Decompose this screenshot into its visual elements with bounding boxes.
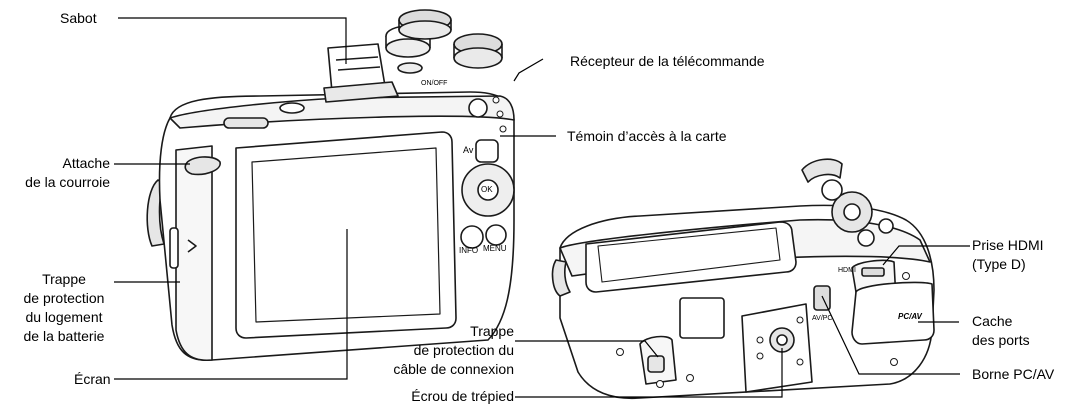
label-trappe-batterie-line3: du logement: [25, 309, 103, 325]
info-marking: INFO: [459, 246, 479, 255]
label-trappe-batterie: Trappe de protection du logement de la b…: [14, 270, 114, 346]
label-attache-line1: Attache: [62, 155, 110, 171]
label-hdmi: Prise HDMI (Type D): [972, 236, 1044, 274]
avpc-marking: AV/PC: [812, 315, 833, 322]
leader-lines: [114, 17, 970, 398]
label-hdmi-line2: (Type D): [972, 256, 1026, 272]
label-recepteur: Récepteur de la télécommande: [570, 53, 765, 69]
label-trappe-cable-line1: Trappe: [470, 323, 514, 339]
label-cache-line2: des ports: [972, 332, 1030, 348]
label-trappe-batterie-line4: de la batterie: [23, 328, 105, 344]
onoff-marking: ON/OFF: [421, 80, 448, 87]
label-ecran: Écran: [74, 371, 111, 387]
label-trappe-cable-line3: câble de connexion: [393, 361, 514, 377]
label-attache: Attache de la courroie: [25, 154, 110, 192]
label-trappe-batterie-line2: de protection: [23, 290, 105, 306]
ok-marking: OK: [481, 185, 493, 194]
label-temoin: Témoin d’accès à la carte: [567, 128, 727, 144]
label-cache: Cache des ports: [972, 312, 1030, 350]
label-sabot: Sabot: [60, 10, 97, 26]
menu-marking: MENU: [483, 244, 507, 253]
label-ecrou: Écrou de trépied: [411, 388, 514, 404]
camera-back-view: [146, 9, 515, 361]
pcav-marking: PC/AV: [898, 312, 922, 321]
label-hdmi-line1: Prise HDMI: [972, 237, 1044, 253]
label-trappe-cable: Trappe de protection du câble de connexi…: [393, 322, 514, 379]
label-trappe-batterie-line1: Trappe: [42, 271, 86, 287]
camera-bottom-view: [551, 158, 935, 400]
label-borne: Borne PC/AV: [972, 366, 1055, 382]
hdmi-marking: HDMI: [838, 267, 856, 274]
label-trappe-cable-line2: de protection du: [413, 342, 514, 358]
label-attache-line2: de la courroie: [25, 174, 110, 190]
label-cache-line1: Cache: [972, 313, 1013, 329]
av-marking: Av: [463, 145, 474, 155]
